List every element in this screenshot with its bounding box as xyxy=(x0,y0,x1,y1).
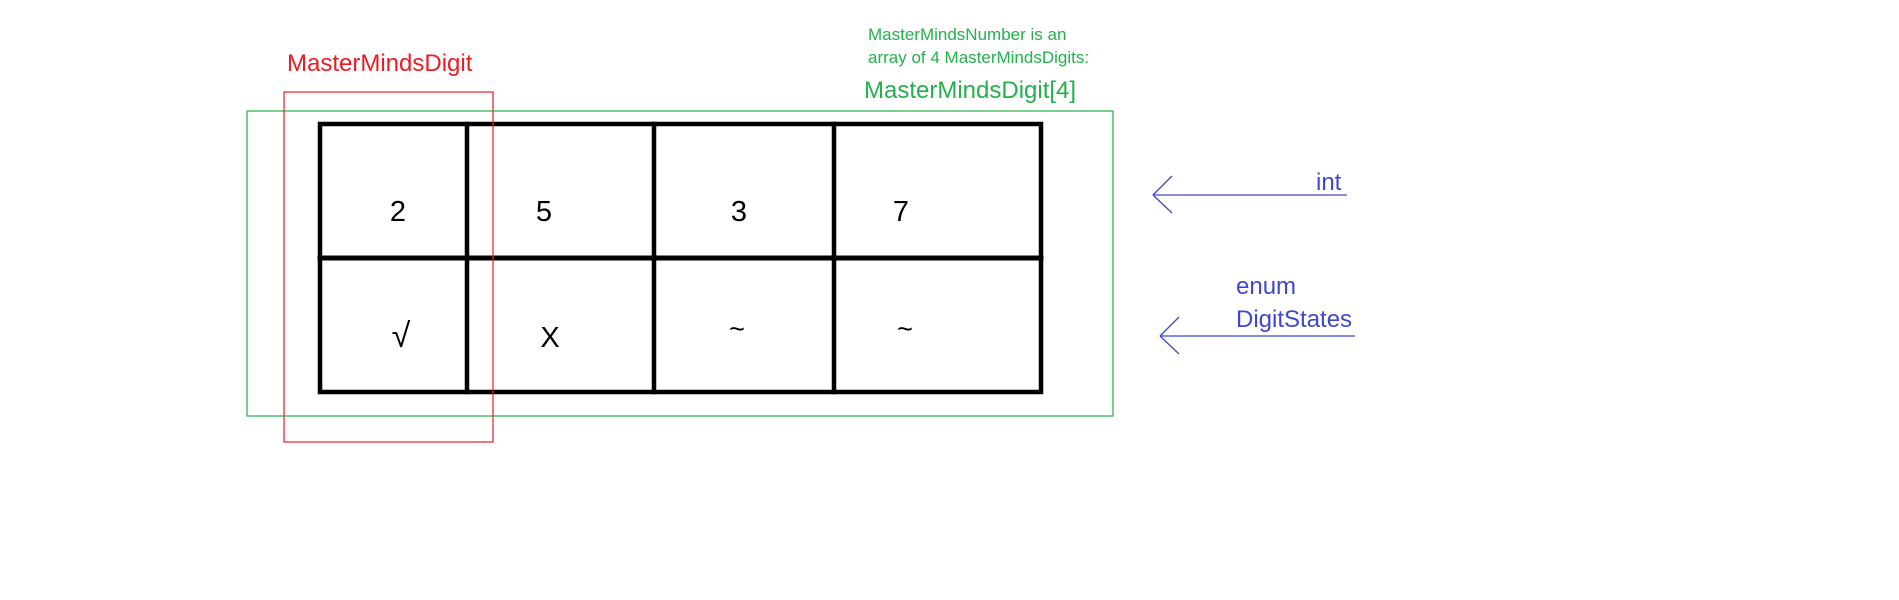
digit-cell-3: 3 xyxy=(731,196,747,228)
enum-label-line-2: DigitStates xyxy=(1236,306,1352,333)
state-cell-2: X xyxy=(540,322,559,354)
int-arrow xyxy=(1152,175,1347,214)
enum-label-line-1: enum xyxy=(1236,273,1296,300)
int-label: int xyxy=(1316,169,1342,196)
state-cell-1: √ xyxy=(392,317,411,355)
state-cell-4: ~ xyxy=(897,314,913,344)
digit-cell-1: 2 xyxy=(390,196,406,228)
enum-arrow xyxy=(1159,316,1355,355)
number-box-title: MasterMindsDigit[4] xyxy=(864,77,1076,104)
master-minds-number-box xyxy=(246,110,1114,417)
digit-box-title: MasterMindsDigit xyxy=(287,50,473,77)
number-note-line-1: MasterMindsNumber is an xyxy=(868,25,1066,44)
state-cell-3: ~ xyxy=(729,314,745,344)
master-minds-digit-box xyxy=(283,91,494,443)
digit-cell-4: 7 xyxy=(893,196,909,228)
digit-grid xyxy=(317,121,1044,395)
digit-cell-2: 5 xyxy=(536,196,552,228)
number-note-line-2: array of 4 MasterMindsDigits: xyxy=(868,48,1089,67)
